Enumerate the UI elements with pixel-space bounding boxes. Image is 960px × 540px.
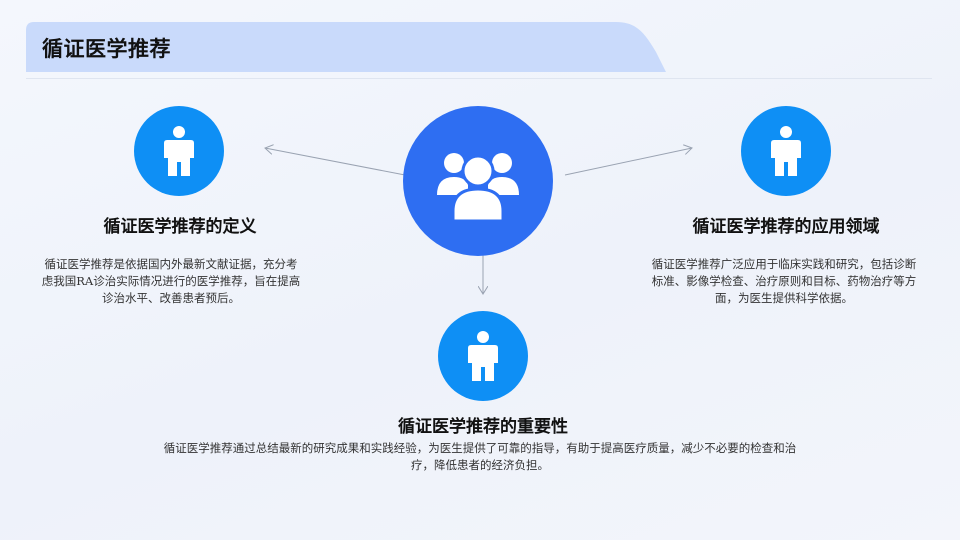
importance-heading: 循证医学推荐的重要性 bbox=[398, 417, 568, 437]
arrow-to-definition bbox=[265, 148, 406, 176]
title-bar: 循证医学推荐 bbox=[26, 22, 666, 72]
page-title: 循证医学推荐 bbox=[42, 37, 171, 61]
title-bar-shape bbox=[26, 22, 666, 72]
center-circle bbox=[403, 106, 553, 256]
importance-text: 循证医学推荐通过总结最新的研究成果和实践经验，为医生提供了可靠的指导，有助于提高… bbox=[163, 441, 797, 472]
definition-circle bbox=[134, 106, 224, 196]
importance-circle bbox=[438, 311, 528, 401]
definition-text: 循证医学推荐是依据国内外最新文献证据，充分考虑我国RA诊治实际情况进行的医学推荐… bbox=[41, 257, 301, 305]
user-group-icon bbox=[437, 153, 519, 221]
definition-heading: 循证医学推荐的定义 bbox=[103, 217, 257, 237]
person-icon bbox=[771, 126, 801, 176]
arrow-to-application bbox=[564, 148, 692, 176]
application-heading: 循证医学推荐的应用领域 bbox=[692, 217, 880, 237]
person-icon bbox=[468, 331, 498, 381]
application-text: 循证医学推荐广泛应用于临床实践和研究，包括诊断标准、影像学检查、治疗原则和目标、… bbox=[651, 257, 917, 305]
person-icon bbox=[164, 126, 194, 176]
application-circle bbox=[741, 106, 831, 196]
title-divider bbox=[26, 78, 932, 79]
